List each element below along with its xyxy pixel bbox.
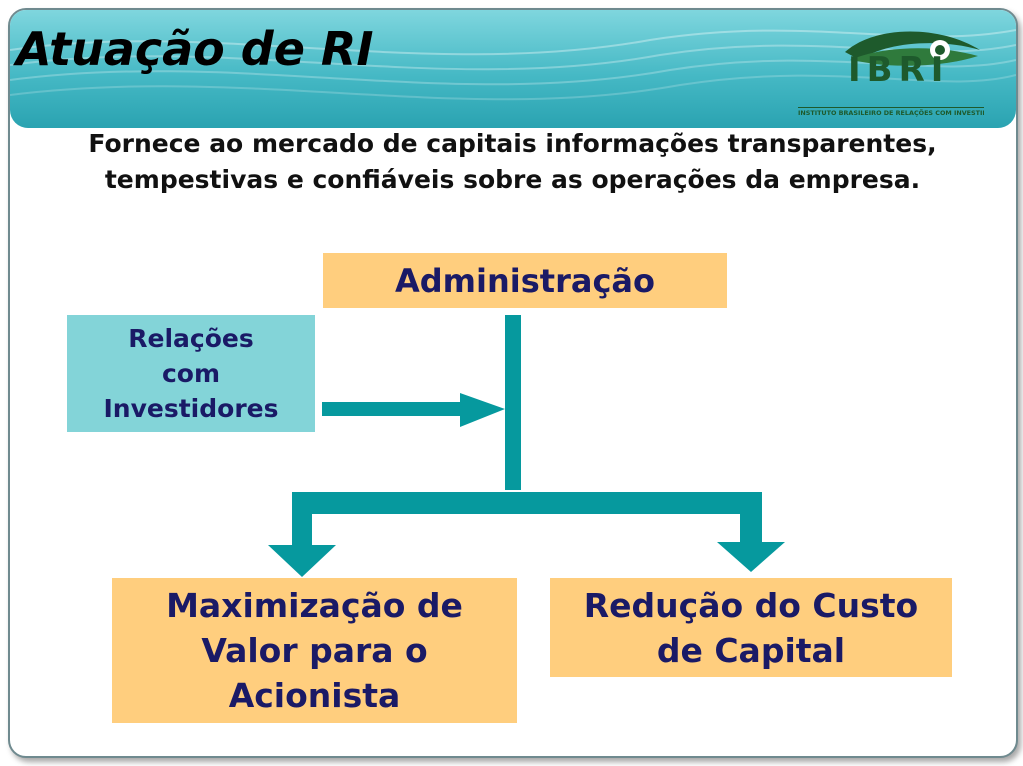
arrow-down-left-icon — [268, 545, 336, 577]
reducao-label-line: de Capital — [656, 630, 846, 670]
side-arrow-shaft — [322, 402, 462, 416]
reducao-custo-box: Redução do Custo de Capital — [550, 578, 952, 677]
maximizacao-label-line: Acionista — [228, 676, 401, 715]
intro-statement: Fornece ao mercado de capitais informaçõ… — [88, 129, 937, 194]
ibri-eye-logo-icon — [845, 31, 980, 66]
ri-label-line: Relações — [128, 324, 254, 353]
arrow-down-right-icon — [717, 542, 785, 572]
maximizacao-label-line: Maximização de — [166, 586, 463, 625]
horizontal-connector — [292, 492, 762, 514]
slide-title: Atuação de RI — [16, 22, 374, 76]
arrow-right-icon — [460, 393, 505, 427]
maximizacao-label-line: Valor para o — [201, 631, 428, 670]
ri-label-line: Investidores — [103, 394, 279, 423]
administracao-label: Administração — [395, 261, 655, 300]
reducao-label-line: Redução do Custo — [583, 585, 919, 625]
ri-label-line: com — [161, 359, 221, 388]
maximizacao-valor-box: Maximização de Valor para o Acionista — [112, 578, 517, 723]
logo-wordmark: IBRI — [848, 50, 950, 90]
logo-subtitle: INSTITUTO BRASILEIRO DE RELAÇÕES COM INV… — [798, 107, 984, 121]
administracao-box: Administração — [323, 253, 727, 308]
left-branch-shaft — [292, 492, 312, 547]
right-branch-shaft — [740, 492, 762, 544]
vertical-connector — [505, 315, 521, 490]
relacoes-investidores-box: Relações com Investidores — [67, 315, 315, 432]
